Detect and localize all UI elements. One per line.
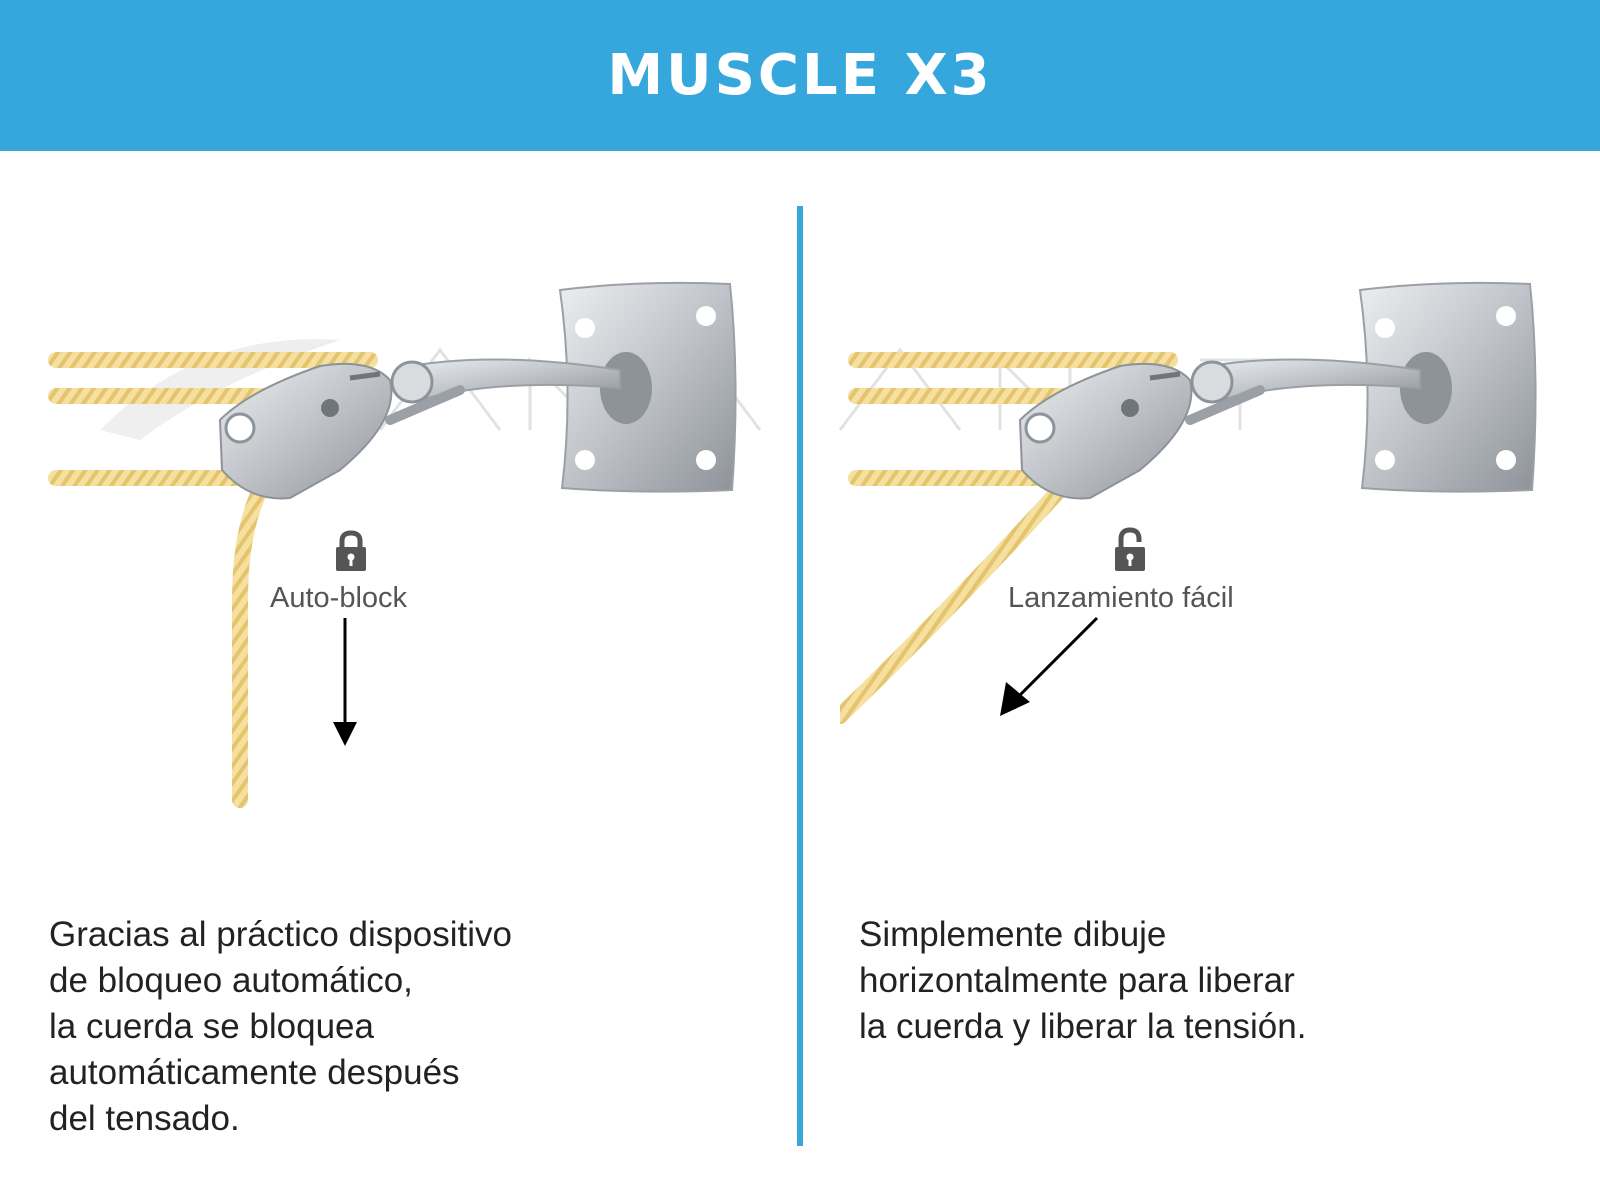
description-line: Simplemente dibuje bbox=[859, 915, 1167, 954]
description-line: Gracias al práctico dispositivo bbox=[49, 915, 512, 954]
rope-hanging bbox=[232, 478, 270, 808]
rope-strand bbox=[48, 352, 378, 368]
tensioner-body bbox=[218, 362, 393, 500]
description-line: del tensado. bbox=[49, 1099, 240, 1138]
description-line: de bloqueo automático, bbox=[49, 961, 413, 1000]
header-bar: MUSCLE X3 bbox=[0, 0, 1600, 151]
description-line: automáticamente después bbox=[49, 1053, 460, 1092]
muscle-x3-release-illustration bbox=[840, 281, 1537, 724]
description-line: la cuerda y liberar la tensión. bbox=[859, 1007, 1307, 1046]
rope-strand bbox=[48, 470, 258, 486]
panel-divider bbox=[797, 206, 803, 1146]
release-description: Simplemente dibuje horizontalmente para … bbox=[859, 912, 1559, 1050]
tensioner-body bbox=[1018, 362, 1193, 500]
direction-arrow bbox=[1008, 616, 1099, 707]
rope-strand bbox=[848, 470, 1058, 486]
padlock-unlocked-icon bbox=[1115, 527, 1145, 571]
description-line: la cuerda se bloquea bbox=[49, 1007, 374, 1046]
release-label: Lanzamiento fácil bbox=[1008, 582, 1234, 614]
autoblock-description: Gracias al práctico dispositivo de bloqu… bbox=[49, 912, 769, 1142]
padlock-locked-icon bbox=[336, 530, 366, 571]
rope-strand bbox=[848, 352, 1178, 368]
autoblock-label: Auto-block bbox=[270, 582, 408, 614]
description-line: horizontalmente para liberar bbox=[859, 961, 1295, 1000]
rope-pulled bbox=[840, 476, 1073, 724]
page-title: MUSCLE X3 bbox=[607, 43, 993, 108]
muscle-x3-autoblock-illustration bbox=[48, 281, 737, 808]
